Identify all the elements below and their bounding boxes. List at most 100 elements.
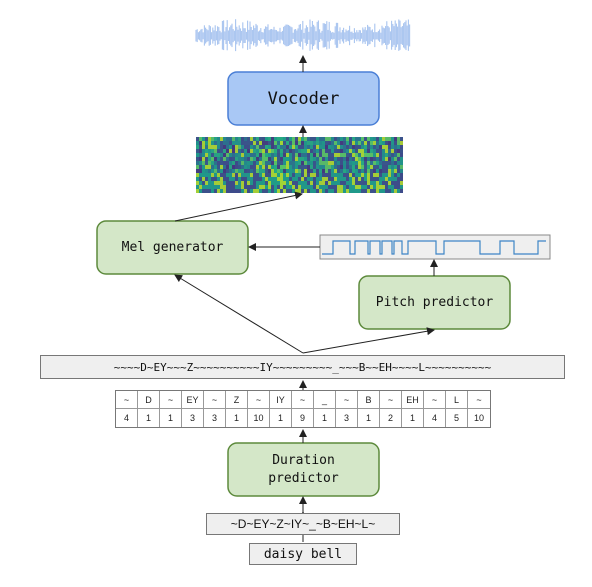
- waveform-image: [195, 19, 411, 52]
- phoneme-cell: ~: [116, 391, 138, 409]
- spectrogram-cell: [301, 161, 304, 165]
- spectrogram-cell: [376, 189, 379, 193]
- spectrogram-cell: [238, 157, 241, 161]
- spectrogram-cell: [331, 177, 334, 181]
- spectrogram-cell: [301, 137, 304, 141]
- spectrogram-cell: [400, 145, 403, 149]
- spectrogram-cell: [361, 169, 364, 173]
- spectrogram-cell: [367, 149, 370, 153]
- spectrogram-cell: [199, 141, 202, 145]
- spectrogram-cell: [361, 141, 364, 145]
- spectrogram-cell: [334, 189, 337, 193]
- spectrogram-cell: [391, 165, 394, 169]
- spectrogram-cell: [211, 137, 214, 141]
- spectrogram-cell: [286, 189, 289, 193]
- spectrogram-cell: [397, 181, 400, 185]
- spectrogram-cell: [295, 165, 298, 169]
- spectrogram-cell: [268, 165, 271, 169]
- spectrogram-cell: [364, 145, 367, 149]
- spectrogram-cell: [196, 141, 199, 145]
- spectrogram-cell: [250, 181, 253, 185]
- spectrogram-cell: [373, 169, 376, 173]
- spectrogram-cell: [301, 157, 304, 161]
- spectrogram-cell: [346, 173, 349, 177]
- spectrogram-cell: [277, 137, 280, 141]
- spectrogram-cell: [289, 181, 292, 185]
- spectrogram-cell: [400, 189, 403, 193]
- spectrogram-cell: [196, 169, 199, 173]
- spectrogram-cell: [388, 169, 391, 173]
- spectrogram-cell: [247, 173, 250, 177]
- spectrogram-cell: [298, 173, 301, 177]
- arrow-expanded-to-pitch: [302, 327, 435, 354]
- spectrogram-cell: [391, 185, 394, 189]
- spectrogram-cell: [349, 137, 352, 141]
- spectrogram-cell: [208, 149, 211, 153]
- spectrogram-cell: [217, 145, 220, 149]
- spectrogram-cell: [379, 185, 382, 189]
- spectrogram-cell: [283, 169, 286, 173]
- spectrogram-cell: [376, 153, 379, 157]
- spectrogram-cell: [202, 145, 205, 149]
- spectrogram-cell: [220, 177, 223, 181]
- spectrogram-cell: [355, 137, 358, 141]
- spectrogram-cell: [199, 169, 202, 173]
- spectrogram-cell: [232, 153, 235, 157]
- spectrogram-cell: [388, 173, 391, 177]
- spectrogram-cell: [304, 173, 307, 177]
- spectrogram-cell: [247, 141, 250, 145]
- spectrogram-cell: [292, 177, 295, 181]
- spectrogram-cell: [298, 181, 301, 185]
- spectrogram-cell: [286, 173, 289, 177]
- spectrogram-cell: [259, 173, 262, 177]
- spectrogram-cell: [196, 177, 199, 181]
- duration-cell: 1: [138, 409, 160, 427]
- spectrogram-cell: [316, 169, 319, 173]
- spectrogram-cell: [349, 169, 352, 173]
- spectrogram-cell: [334, 145, 337, 149]
- spectrogram-cell: [337, 165, 340, 169]
- spectrogram-cell: [232, 177, 235, 181]
- spectrogram-cell: [325, 157, 328, 161]
- spectrogram-cell: [319, 145, 322, 149]
- spectrogram-cell: [289, 173, 292, 177]
- spectrogram-cell: [307, 157, 310, 161]
- spectrogram-cell: [286, 149, 289, 153]
- spectrogram-cell: [373, 173, 376, 177]
- spectrogram-cell: [295, 145, 298, 149]
- spectrogram-cell: [325, 185, 328, 189]
- spectrogram-cell: [319, 153, 322, 157]
- spectrogram-cell: [388, 181, 391, 185]
- spectrogram-cell: [274, 153, 277, 157]
- spectrogram-cell: [289, 157, 292, 161]
- spectrogram-cell: [397, 161, 400, 165]
- spectrogram-cell: [379, 141, 382, 145]
- spectrogram-cell: [220, 169, 223, 173]
- spectrogram-cell: [319, 137, 322, 141]
- spectrogram-cell: [340, 149, 343, 153]
- spectrogram-cell: [298, 153, 301, 157]
- spectrogram-cell: [337, 189, 340, 193]
- duration-cell: 4: [424, 409, 446, 427]
- spectrogram-cell: [292, 141, 295, 145]
- spectrogram-cell: [352, 145, 355, 149]
- spectrogram-cell: [295, 157, 298, 161]
- spectrogram-cell: [259, 141, 262, 145]
- spectrogram-cell: [253, 153, 256, 157]
- spectrogram-cell: [394, 189, 397, 193]
- spectrogram-cell: [283, 181, 286, 185]
- spectrogram-cell: [391, 149, 394, 153]
- spectrogram-cell: [325, 165, 328, 169]
- spectrogram-cell: [391, 137, 394, 141]
- spectrogram-cell: [358, 165, 361, 169]
- spectrogram-cell: [271, 165, 274, 169]
- spectrogram-cell: [364, 137, 367, 141]
- spectrogram-cell: [340, 185, 343, 189]
- spectrogram-cell: [250, 173, 253, 177]
- spectrogram-cell: [235, 165, 238, 169]
- spectrogram-cell: [220, 189, 223, 193]
- spectrogram-cell: [385, 153, 388, 157]
- spectrogram-cell: [352, 137, 355, 141]
- spectrogram-cell: [292, 157, 295, 161]
- spectrogram-cell: [208, 189, 211, 193]
